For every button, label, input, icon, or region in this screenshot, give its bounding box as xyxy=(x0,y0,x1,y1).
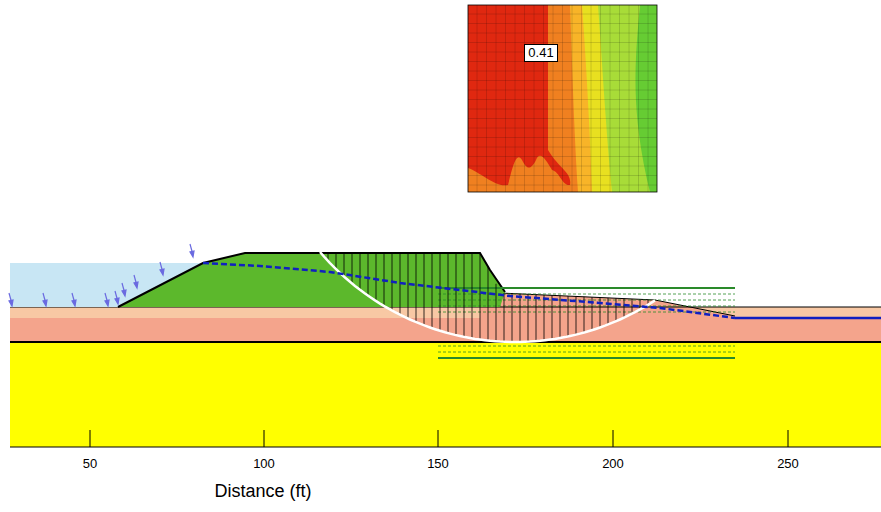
slip-search-grid xyxy=(438,288,735,358)
foundation-layer xyxy=(10,342,881,447)
phreatic-line xyxy=(203,263,735,318)
axis-tick-label: 200 xyxy=(602,457,624,471)
axis-tick-label: 50 xyxy=(83,457,97,471)
tailwater-line xyxy=(735,317,881,320)
distance-axis xyxy=(10,430,881,447)
factor-value: 0.41 xyxy=(524,44,557,62)
embankment xyxy=(118,253,505,307)
clay-layer xyxy=(10,318,881,342)
axis-tick-label: 100 xyxy=(253,457,275,471)
silt-layer xyxy=(10,307,881,318)
pressure-arrows xyxy=(9,244,194,306)
axis-tick-label: 150 xyxy=(427,457,449,471)
factor-contour-grid xyxy=(468,5,657,192)
axis-title: Distance (ft) xyxy=(214,482,311,502)
slip-surface xyxy=(320,252,655,342)
axis-tick-label: 250 xyxy=(777,457,799,471)
